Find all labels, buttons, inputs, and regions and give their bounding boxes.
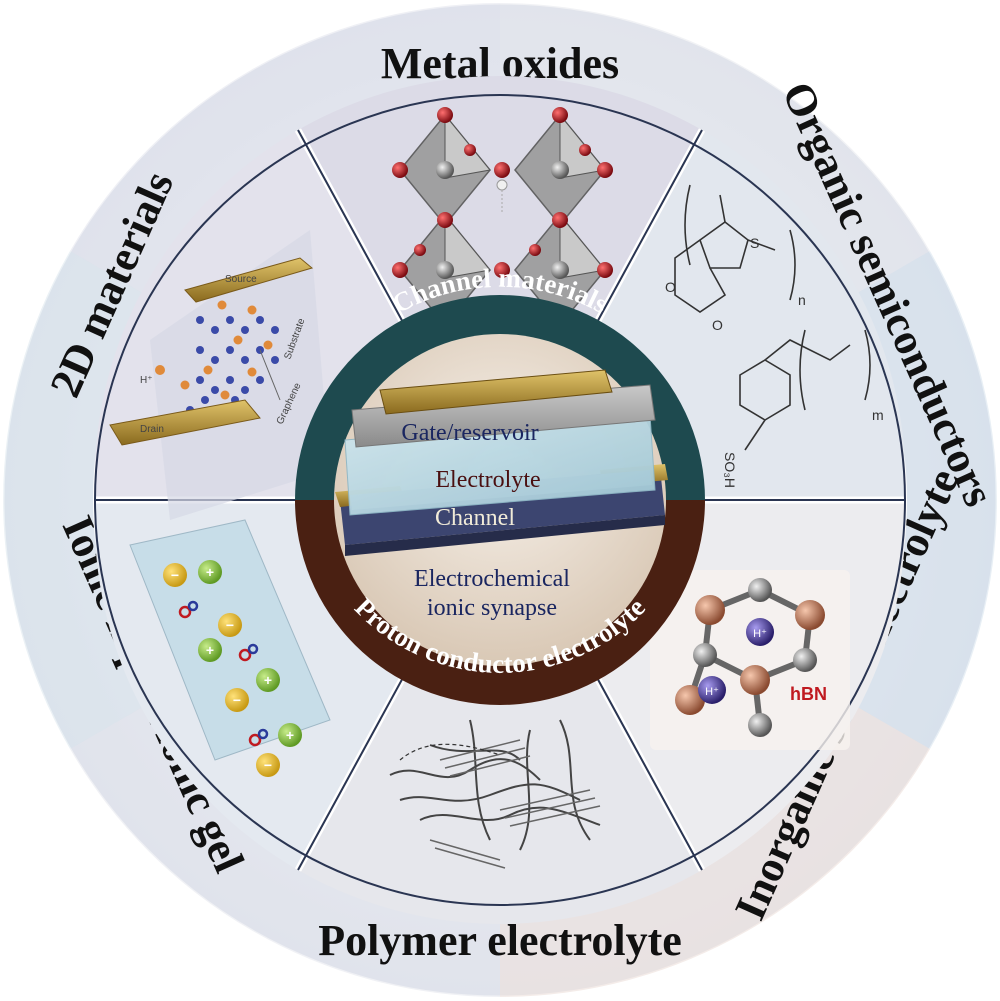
h-ion-label: H⁺ — [753, 628, 767, 640]
sulfur-label: S — [750, 235, 759, 251]
electrolyte-label: Electrolyte — [435, 467, 540, 493]
source-label: Source — [225, 274, 257, 285]
h-ion-label: H⁺ — [705, 686, 719, 698]
m-index: m — [872, 407, 884, 423]
cation-sign: + — [286, 727, 294, 743]
channel-label: Channel — [435, 505, 515, 531]
ionic-liquid-film: − + − + + − + − — [129, 519, 331, 777]
cation-sign: + — [206, 564, 214, 580]
anion-sign: − — [233, 692, 241, 708]
caption-line-1: Electrochemical — [414, 566, 570, 592]
label-polymer-electrolyte: Polymer electrolyte — [318, 916, 682, 965]
graphene-device: Source Drain Substrate Graphene H⁺ — [109, 230, 330, 520]
cation-sign: + — [206, 642, 214, 658]
anion-sign: − — [264, 757, 272, 773]
gate-reservoir-label: Gate/reservoir — [401, 420, 538, 446]
device-stack: Gate/reservoir Electrolyte Channel Elect… — [335, 369, 668, 621]
organic-structures — [674, 184, 871, 451]
drain-label: Drain — [140, 424, 164, 435]
caption-line-2: ionic synapse — [427, 595, 557, 621]
panel-metal-oxides — [298, 76, 702, 500]
anion-sign: − — [226, 617, 234, 633]
sulfonate-label: SO₃H — [722, 452, 738, 488]
svg-text:Polymer electrolyte: Polymer electrolyte — [318, 916, 682, 965]
organic-labels: S O O n m SO₃H — [665, 235, 884, 488]
proton-label: H⁺ — [140, 375, 153, 386]
hbn-label: hBN — [790, 684, 827, 704]
oxygen-label-1: O — [665, 279, 676, 295]
metal-oxide-octahedra — [392, 107, 613, 333]
n-index: n — [798, 292, 806, 308]
cation-sign: + — [264, 672, 272, 688]
panel-polymer — [298, 500, 702, 924]
hbn-structure: H⁺ H⁺ hBN — [650, 570, 850, 750]
polymer-chains — [389, 719, 601, 869]
oxygen-label-2: O — [712, 317, 723, 333]
anion-sign: − — [171, 567, 179, 583]
